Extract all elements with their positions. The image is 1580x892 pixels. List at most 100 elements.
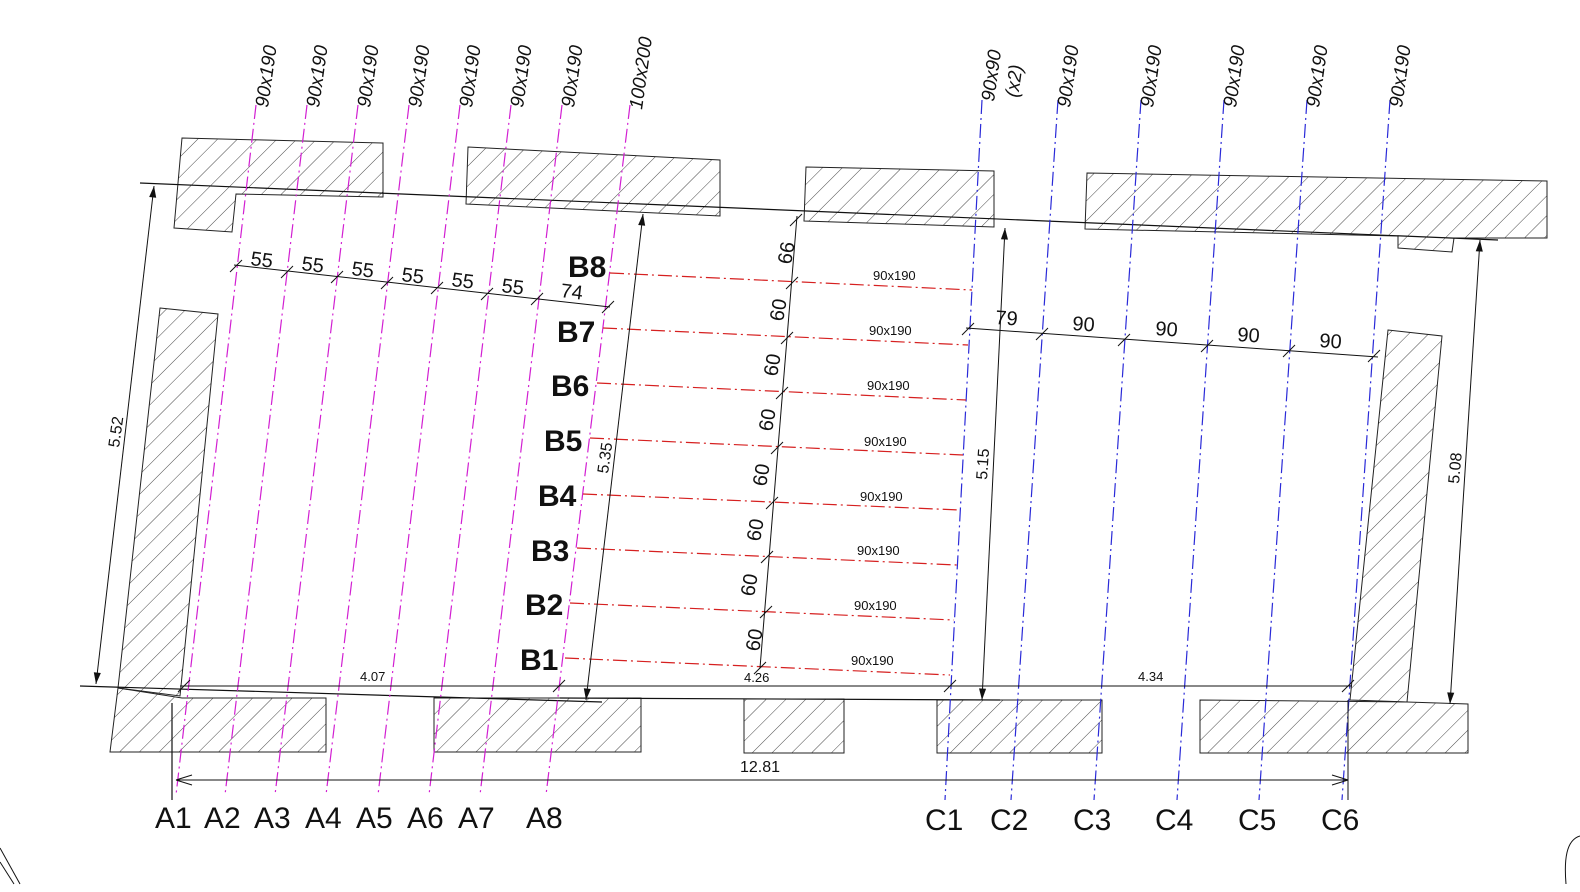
section-label-c5: 90x190 xyxy=(1303,44,1333,109)
dim-height-c1-line-arrow xyxy=(1000,228,1008,240)
axis-line-b1 xyxy=(564,657,951,676)
dim-tick-tl-4 xyxy=(430,281,444,295)
axis-line-c1 xyxy=(944,99,983,801)
section-label-b1: 90x190 xyxy=(851,653,894,668)
axis-label-c2: C2 xyxy=(990,804,1028,837)
dim-tick-mid-2 xyxy=(780,331,794,345)
axis-label-a7: A7 xyxy=(458,802,495,835)
dim-top-left-4: 55 xyxy=(400,264,425,289)
axis-line-a8 xyxy=(545,104,631,796)
axis-line-a3 xyxy=(274,104,359,796)
dim-tick-tr-0 xyxy=(961,322,975,336)
dim-middle-4: 60 xyxy=(755,407,781,433)
section-label-b4: 90x190 xyxy=(860,489,903,504)
walls xyxy=(109,137,1548,754)
dim-top-left-7: 74 xyxy=(559,280,584,305)
dim-height-right-line-arrow xyxy=(1475,240,1483,252)
axis-line-a2 xyxy=(224,104,308,796)
wall-edges xyxy=(79,182,1499,800)
dim-top-left-labels: 55 55 55 55 55 55 74 xyxy=(249,248,584,305)
dim-middle-3: 60 xyxy=(760,352,786,378)
axis-label-b7: B7 xyxy=(557,316,595,349)
section-label-c1-qty: (x2) xyxy=(1002,63,1027,98)
dim-bottom-3: 4.34 xyxy=(1138,669,1163,684)
axis-label-b3: B3 xyxy=(531,535,569,568)
section-label-a8: 100x200 xyxy=(626,35,657,111)
axis-line-b8 xyxy=(609,272,973,291)
dim-tick-mid-6 xyxy=(760,550,774,564)
section-label-a3: 90x190 xyxy=(354,44,384,109)
dim-chain-top-left xyxy=(233,264,611,308)
dim-height-right-line xyxy=(1449,239,1481,705)
axis-line-b7 xyxy=(602,327,969,346)
dim-tick-tr-2 xyxy=(1117,333,1131,347)
wall-top-1 xyxy=(173,137,384,233)
dim-height-left-line xyxy=(95,185,155,685)
dim-tick-bot-2 xyxy=(943,679,957,693)
dim-tick-bot-1 xyxy=(552,679,566,693)
dim-tick-tr-5 xyxy=(1367,349,1381,363)
axis-line-c5 xyxy=(1258,99,1308,801)
axis-label-c4: C4 xyxy=(1155,804,1193,837)
dim-chain-top-right xyxy=(965,327,1379,358)
dim-middle-5: 60 xyxy=(749,462,775,488)
dim-height-a8-line-arrow xyxy=(583,688,591,700)
axis-line-a7 xyxy=(479,104,563,796)
section-label-a1: 90x190 xyxy=(252,44,282,109)
dim-top-right-3: 90 xyxy=(1155,318,1179,341)
section-label-c4: 90x190 xyxy=(1220,44,1250,109)
axis-line-c3 xyxy=(1093,99,1142,801)
section-label-a7: 90x190 xyxy=(558,44,588,109)
wall-bottom-5 xyxy=(1199,699,1469,754)
wall-top-3 xyxy=(803,166,995,228)
axis-label-c3: C3 xyxy=(1073,804,1111,837)
dim-tick-mid-3 xyxy=(775,386,789,400)
dim-top-right-5: 90 xyxy=(1319,330,1343,353)
section-label-a6: 90x190 xyxy=(507,44,537,109)
section-labels-b: 90x190 90x190 90x190 90x190 90x190 90x19… xyxy=(851,268,916,668)
dim-height-a8-line xyxy=(585,213,644,701)
dim-tick-tl-6 xyxy=(530,292,544,306)
wall-bottom-4 xyxy=(936,699,1103,754)
dim-middle-8: 60 xyxy=(742,627,768,653)
dim-middle-2: 60 xyxy=(766,297,792,323)
axis-label-c6: C6 xyxy=(1321,804,1359,837)
axis-label-b4: B4 xyxy=(538,480,577,513)
dim-tick-tl-0 xyxy=(229,259,243,273)
section-labels-c: 90x90 (x2) 90x190 90x190 90x190 90x190 9… xyxy=(978,44,1416,109)
dim-tick-mid-7 xyxy=(759,605,773,619)
dim-tick-bot-3 xyxy=(1341,679,1355,693)
section-label-b5: 90x190 xyxy=(864,434,907,449)
dim-total-length: 12.81 xyxy=(740,759,780,776)
axis-label-c5: C5 xyxy=(1238,804,1276,837)
wall-bottom-2 xyxy=(433,697,642,753)
axis-label-a2: A2 xyxy=(204,802,241,835)
dim-tick-mid-4 xyxy=(770,441,784,455)
axis-labels-b: B8 B7 B6 B5 B4 B3 B2 B1 xyxy=(520,251,606,677)
dim-height-c1-line xyxy=(981,227,1006,701)
dim-top-left-2: 55 xyxy=(300,253,325,278)
joist-axes-b xyxy=(564,272,973,676)
axis-line-b4 xyxy=(582,493,961,511)
dim-middle-7: 60 xyxy=(737,572,763,598)
axis-label-b5: B5 xyxy=(544,425,582,458)
section-label-b8: 90x190 xyxy=(873,268,916,283)
dim-tick-tr-3 xyxy=(1200,339,1214,353)
dim-tick-tl-2 xyxy=(330,270,344,284)
wall-left xyxy=(117,307,219,697)
section-label-b7: 90x190 xyxy=(869,323,912,338)
rafter-axes-a xyxy=(175,104,631,796)
wall-top-4 xyxy=(1084,172,1548,253)
dim-height-c1-line-arrow xyxy=(979,688,987,700)
dimension-lines xyxy=(93,185,1483,800)
dim-tick-mid-5 xyxy=(765,496,779,510)
axis-line-a4 xyxy=(325,104,410,796)
dim-tick-bot-0 xyxy=(177,679,191,693)
wall-bottom-3 xyxy=(743,698,845,754)
axis-labels-a: A1 A2 A3 A4 A5 A6 A7 A8 xyxy=(155,802,563,835)
axis-line-c2 xyxy=(1010,99,1059,801)
axis-label-b8: B8 xyxy=(568,251,606,284)
axis-label-b6: B6 xyxy=(551,370,589,403)
dim-tick-mid-1 xyxy=(785,276,799,290)
